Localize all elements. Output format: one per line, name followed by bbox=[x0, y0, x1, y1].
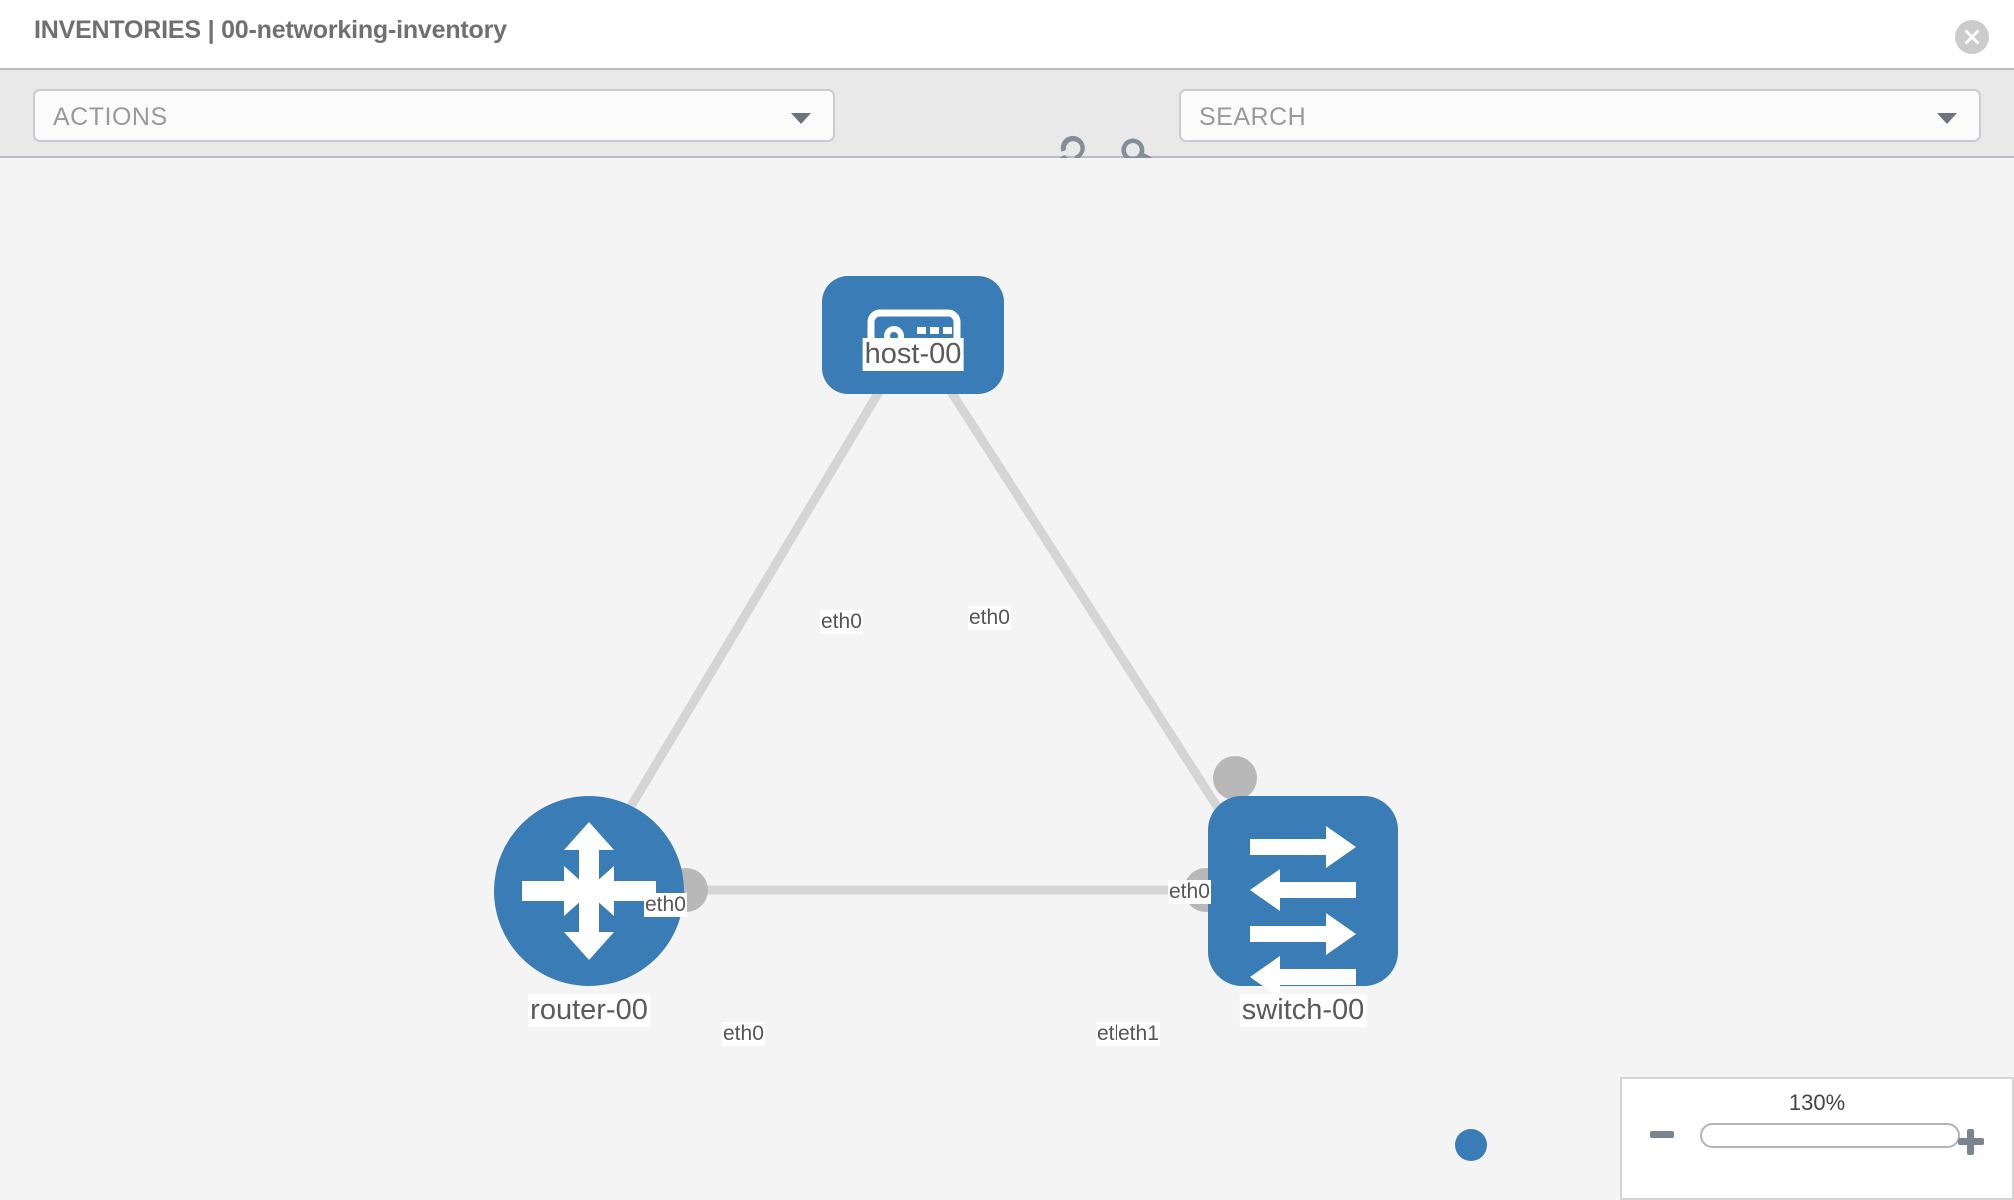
switch-arrows-icon bbox=[1250, 826, 1356, 998]
actions-dropdown-label: ACTIONS bbox=[53, 103, 168, 131]
edge-host00-router00[interactable] bbox=[596, 387, 884, 861]
search-input[interactable]: SEARCH bbox=[1179, 89, 1981, 142]
zoom-slider-thumb[interactable] bbox=[1455, 1129, 1487, 1161]
search-placeholder: SEARCH bbox=[1199, 103, 1307, 131]
host-00-body[interactable] bbox=[822, 276, 1004, 394]
connector-switch00-top bbox=[1213, 756, 1257, 800]
node-router-00[interactable] bbox=[494, 796, 684, 986]
zoom-percent-label: 130% bbox=[1788, 1090, 1846, 1115]
topology-canvas[interactable]: host-00 router-00 switch-00 eth0 eth0 et… bbox=[0, 158, 2014, 1200]
zoom-slider-track[interactable] bbox=[1700, 1123, 1960, 1148]
chevron-down-icon bbox=[791, 113, 811, 124]
edge-label-eth0: eth0 bbox=[1168, 880, 1211, 904]
node-label-switch-00: switch-00 bbox=[1239, 994, 1367, 1027]
edge-host00-switch00[interactable] bbox=[946, 387, 1254, 861]
page-header: INVENTORIES | 00-networking-inventory bbox=[0, 0, 2014, 68]
edge-label-eth0: eth0 bbox=[644, 893, 687, 917]
router-arrows-icon bbox=[522, 822, 656, 960]
topology-edges bbox=[596, 387, 1254, 895]
toolbar: ACTIONS SEARCH bbox=[0, 68, 2014, 171]
edge-label-eth0: eth0 bbox=[968, 606, 1011, 630]
edge-label-eth0: eth0 bbox=[722, 1022, 765, 1046]
close-icon[interactable] bbox=[1955, 20, 1989, 54]
chevron-down-icon[interactable] bbox=[1937, 113, 1957, 124]
node-label-router-00: router-00 bbox=[528, 994, 650, 1027]
edge-label-eth1: eth1 bbox=[1117, 1022, 1160, 1046]
actions-dropdown[interactable]: ACTIONS bbox=[33, 89, 835, 142]
page-title: INVENTORIES | 00-networking-inventory bbox=[34, 16, 507, 44]
close-x-glyph bbox=[1964, 29, 1980, 45]
zoom-control-panel: 130% bbox=[1620, 1077, 2014, 1200]
topology-graph bbox=[494, 276, 1398, 998]
edge-label-eth0: eth0 bbox=[820, 610, 863, 634]
node-switch-00[interactable] bbox=[1208, 796, 1398, 998]
zoom-in-button[interactable] bbox=[1958, 1129, 1984, 1155]
zoom-out-button[interactable] bbox=[1650, 1131, 1674, 1138]
node-label-host-00: host-00 bbox=[862, 338, 964, 371]
topology-connectors bbox=[664, 336, 1257, 912]
node-host-00[interactable] bbox=[822, 276, 1004, 394]
